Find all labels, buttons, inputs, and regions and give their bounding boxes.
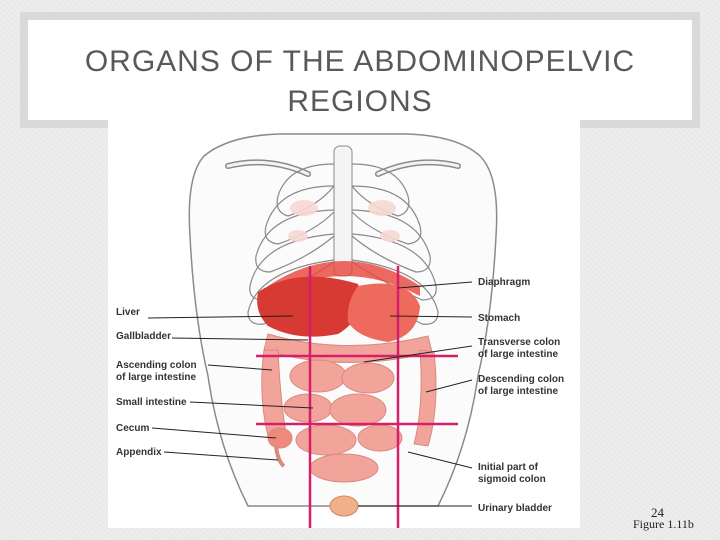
label-appendix: Appendix: [116, 447, 162, 458]
label-descending-colon: Descending colon: [478, 374, 564, 385]
label-gallbladder: Gallbladder: [116, 331, 171, 342]
region-lines: [256, 266, 458, 528]
label-sigmoid-colon-2: sigmoid colon: [478, 474, 546, 485]
label-transverse-colon-2: of large intestine: [478, 349, 558, 360]
label-small-intestine: Small intestine: [116, 397, 187, 408]
label-liver: Liver: [116, 307, 140, 318]
label-stomach: Stomach: [478, 313, 520, 324]
label-ascending-colon: Ascending colon: [116, 360, 197, 371]
title-line-2: REGIONS: [287, 85, 433, 118]
label-sigmoid-colon: Initial part of: [478, 462, 539, 473]
sternum: [333, 145, 353, 277]
lung-hints: [288, 200, 400, 242]
anatomy-figure: Liver Gallbladder Ascending colon of lar…: [108, 116, 580, 528]
appendix: [274, 445, 286, 468]
anatomy-illustration: Liver Gallbladder Ascending colon of lar…: [116, 133, 564, 528]
label-urinary-bladder: Urinary bladder: [478, 503, 552, 514]
diaphragm: [268, 261, 420, 296]
stomach: [347, 283, 420, 342]
label-cecum: Cecum: [116, 423, 149, 434]
label-transverse-colon: Transverse colon: [478, 337, 560, 348]
label-descending-colon-2: of large intestine: [478, 386, 558, 397]
label-ascending-colon-2: of large intestine: [116, 372, 196, 383]
slide-title: ORGANS OF THE ABDOMINOPELVIC REGIONS: [28, 20, 692, 122]
title-box: ORGANS OF THE ABDOMINOPELVIC REGIONS: [28, 20, 692, 120]
leader-lines: [147, 281, 473, 507]
urinary-bladder: [329, 495, 359, 517]
cecum: [267, 427, 293, 449]
title-line-1: ORGANS OF THE ABDOMINOPELVIC: [84, 45, 636, 78]
descending-colon: [413, 349, 437, 447]
label-diaphragm: Diaphragm: [478, 277, 530, 288]
figure-reference: Figure 1.11b: [633, 517, 694, 531]
page-number: 24: [651, 505, 664, 520]
